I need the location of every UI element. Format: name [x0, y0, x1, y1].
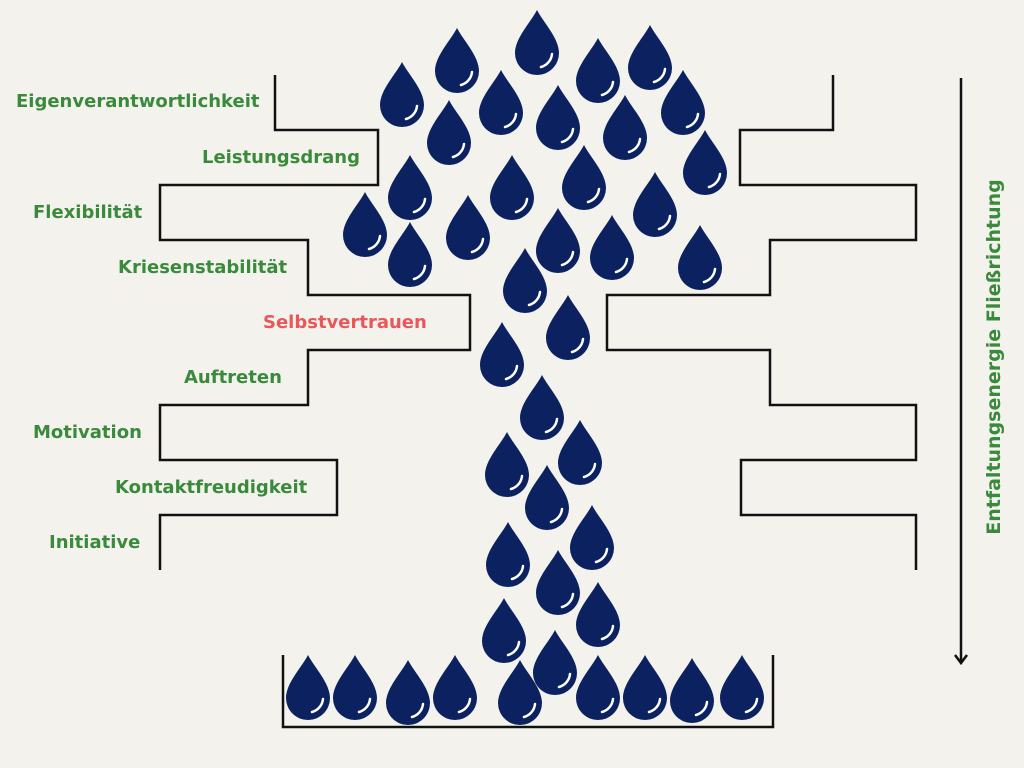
water-drop-icon: [678, 225, 722, 290]
water-drop-icon: [661, 70, 705, 135]
water-drop-icon: [576, 38, 620, 103]
water-drop-icon: [536, 208, 580, 273]
water-drop-icon: [485, 432, 529, 497]
water-drop-icon: [720, 655, 764, 720]
water-drop-icon: [380, 62, 424, 127]
water-drop-icon: [576, 582, 620, 647]
right-funnel-wall: [605, 75, 918, 570]
flow-arrow: [954, 78, 968, 666]
water-drop-icon: [486, 522, 530, 587]
label-motivation: Motivation: [33, 422, 142, 443]
water-drop-icon: [633, 172, 677, 237]
water-drop-icon: [388, 155, 432, 220]
water-drop-icon: [628, 25, 672, 90]
water-drop-icon: [576, 655, 620, 720]
water-drop-icon: [623, 655, 667, 720]
water-drop-icon: [590, 215, 634, 280]
water-drop-icon: [670, 658, 714, 723]
label-initiative: Initiative: [49, 532, 141, 553]
water-drop-icon: [515, 10, 559, 75]
water-drop-icon: [388, 222, 432, 287]
flow-direction-label: Entfaltungsenergie Fließrichtung: [983, 179, 1005, 535]
water-drop-icon: [536, 550, 580, 615]
water-drop-icon: [503, 248, 547, 313]
water-drop-icon: [435, 28, 479, 93]
water-drop-icon: [427, 100, 471, 165]
water-drop-icon: [479, 70, 523, 135]
water-drop-icon: [558, 420, 602, 485]
label-kontaktfreudigkeit: Kontaktfreudigkeit: [115, 477, 308, 498]
label-eigenverantwortlichkeit: Eigenverantwortlichkeit: [16, 91, 260, 112]
water-drop-icon: [286, 655, 330, 720]
water-drop-icon: [333, 655, 377, 720]
water-drop-icon: [525, 465, 569, 530]
water-drop-icon: [386, 660, 430, 725]
water-drop-icon: [433, 655, 477, 720]
water-drop-icon: [498, 660, 542, 725]
label-flexibilitaet: Flexibilität: [33, 202, 143, 223]
water-drop-icon: [570, 505, 614, 570]
water-drop-icon: [446, 195, 490, 260]
water-drop-icon: [490, 155, 534, 220]
water-drop-icon: [683, 130, 727, 195]
label-selbstvertrauen: Selbstvertrauen: [263, 312, 427, 333]
water-drop-icon: [482, 598, 526, 663]
water-drop-icon: [546, 295, 590, 360]
label-leistungsdrang: Leistungsdrang: [202, 147, 361, 168]
water-drop-icon: [562, 145, 606, 210]
water-drop-icon: [343, 192, 387, 257]
label-auftreten: Auftreten: [184, 367, 282, 388]
collection-basin: [281, 655, 775, 729]
water-drop-icon: [480, 322, 524, 387]
water-drop-icon: [533, 630, 577, 695]
water-drop-icon: [520, 375, 564, 440]
left-funnel-wall: [158, 75, 472, 570]
water-drop-icon: [536, 85, 580, 150]
label-kriesenstabilitaet: Kriesenstabilität: [118, 257, 288, 278]
water-drops: [286, 10, 764, 725]
water-drop-icon: [603, 95, 647, 160]
